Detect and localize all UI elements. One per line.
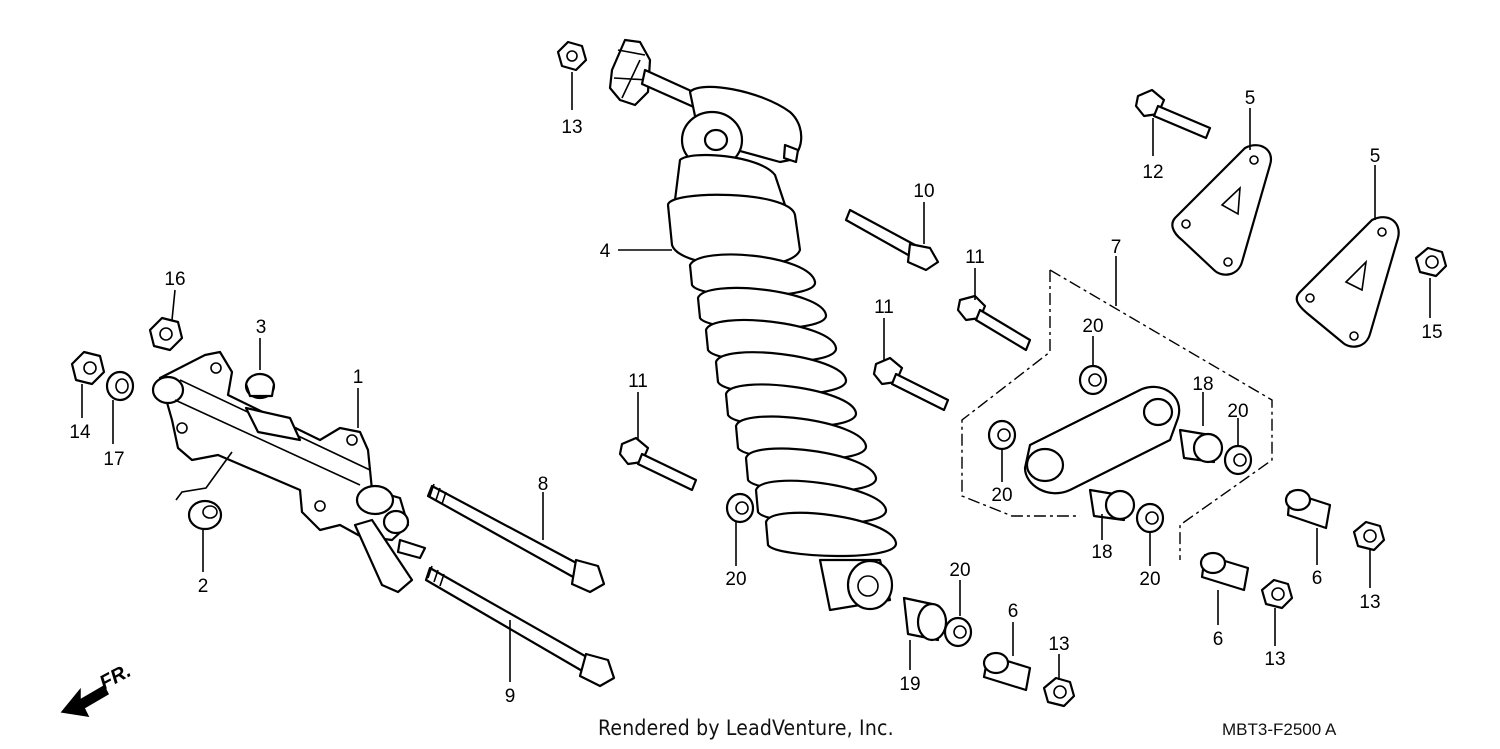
- callout-11-b: 11: [874, 297, 894, 318]
- callout-6-c: 6: [1008, 601, 1019, 622]
- bolt-12[interactable]: [1134, 88, 1212, 140]
- collar-6-a[interactable]: [1284, 488, 1332, 530]
- callout-5-a: 5: [1245, 88, 1256, 109]
- collar-6-c[interactable]: [982, 651, 1032, 692]
- bolt-11-b[interactable]: [872, 356, 950, 412]
- callout-12: 12: [1142, 162, 1163, 183]
- diagram-code: MBT3-F2500 A: [1222, 720, 1337, 739]
- leader-lines: [81, 72, 1431, 682]
- callout-13-top: 13: [561, 117, 582, 138]
- nut-13-b[interactable]: [1260, 578, 1294, 610]
- dust-seal-20-b[interactable]: [1223, 444, 1253, 476]
- bolt-8[interactable]: [426, 483, 606, 594]
- nut-13-top[interactable]: [556, 40, 588, 72]
- front-direction-arrow: FR.: [60, 660, 135, 717]
- cushion-arm[interactable]: [151, 350, 427, 594]
- bolt-10[interactable]: [844, 208, 940, 272]
- collar-2[interactable]: [187, 499, 223, 531]
- bolt-11-a[interactable]: [956, 294, 1032, 352]
- dust-seal-20-c[interactable]: [987, 419, 1017, 451]
- dust-seal-20-e[interactable]: [725, 492, 755, 524]
- spring-coils: [688, 253, 898, 558]
- callout-19: 19: [899, 674, 920, 695]
- callout-16: 16: [164, 269, 185, 290]
- callout-11-c: 11: [628, 371, 648, 392]
- dust-seal-20-a[interactable]: [1078, 364, 1108, 396]
- callout-2: 2: [198, 576, 209, 597]
- bearing-19[interactable]: [902, 596, 948, 642]
- collar-3[interactable]: [244, 372, 276, 400]
- cushion-link[interactable]: [1023, 385, 1181, 495]
- callout-8: 8: [538, 474, 549, 495]
- callout-13-c: 13: [1048, 634, 1069, 655]
- callout-5-b: 5: [1370, 146, 1381, 167]
- callout-20-a: 20: [1082, 316, 1103, 337]
- bearing-18-a[interactable]: [1178, 428, 1224, 464]
- nut-15[interactable]: [1414, 246, 1448, 278]
- bolt-9[interactable]: [424, 565, 616, 688]
- callout-11-a: 11: [965, 247, 985, 268]
- callout-20-b: 20: [1227, 401, 1248, 422]
- callout-13-b: 13: [1264, 649, 1285, 670]
- dust-seal-20-d[interactable]: [1135, 502, 1165, 534]
- collar-6-b[interactable]: [1199, 551, 1250, 592]
- callout-labels: 13 5 12 10 5 4 11 7 15 16 11 3 20 1 14 1…: [69, 88, 1442, 707]
- dust-seal-20-f[interactable]: [943, 616, 973, 648]
- bolt-11-c[interactable]: [618, 436, 698, 492]
- callout-6-a: 6: [1312, 568, 1323, 589]
- nut-16[interactable]: [148, 316, 184, 352]
- callout-6-b: 6: [1213, 629, 1224, 650]
- bearing-18-b[interactable]: [1088, 488, 1136, 522]
- nut-13-c[interactable]: [1042, 676, 1076, 708]
- nut-13-a[interactable]: [1352, 520, 1386, 552]
- callout-3: 3: [256, 317, 267, 338]
- nut-14[interactable]: [70, 350, 106, 386]
- plate-5-b[interactable]: [1295, 216, 1400, 348]
- plate-5-a[interactable]: [1171, 144, 1273, 276]
- callout-15: 15: [1421, 322, 1442, 343]
- callout-18-b: 18: [1091, 542, 1112, 563]
- callout-20-d: 20: [725, 569, 746, 590]
- link-assembly-boundary: [961, 269, 1273, 560]
- callout-20-c: 20: [991, 485, 1012, 506]
- callout-20-f: 20: [949, 560, 970, 581]
- callout-18-a: 18: [1192, 374, 1213, 395]
- callout-13-a: 13: [1359, 592, 1380, 613]
- callout-17: 17: [103, 449, 124, 470]
- shock-absorber[interactable]: [608, 38, 898, 612]
- callout-14: 14: [69, 422, 91, 443]
- washer-17[interactable]: [105, 370, 135, 402]
- callout-1: 1: [353, 367, 364, 388]
- footer-credit: Rendered by LeadVenture, Inc.: [598, 716, 894, 740]
- callout-4: 4: [600, 241, 611, 262]
- callout-10: 10: [913, 181, 934, 202]
- callout-20-e: 20: [1139, 569, 1160, 590]
- callout-9: 9: [505, 686, 516, 707]
- callout-7: 7: [1111, 237, 1122, 258]
